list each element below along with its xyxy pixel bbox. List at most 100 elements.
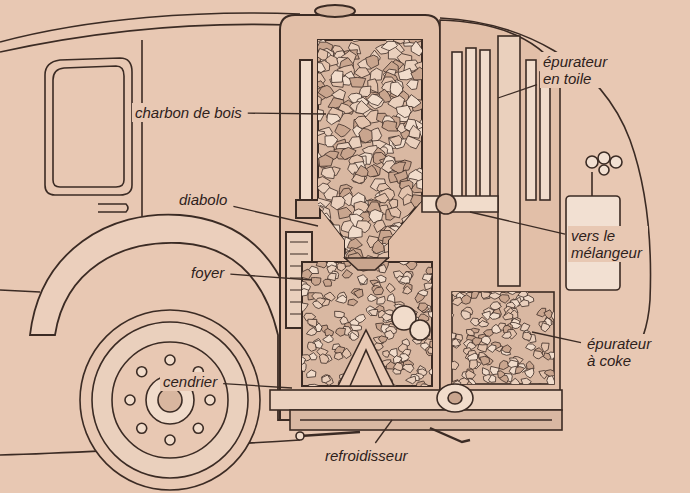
charcoal-piece xyxy=(544,353,551,360)
charcoal-piece xyxy=(461,295,471,305)
charcoal-piece xyxy=(478,345,488,353)
charcoal-piece xyxy=(411,67,427,80)
charcoal-piece xyxy=(410,224,420,236)
part-label: diabolo xyxy=(176,190,230,209)
charcoal-piece xyxy=(544,310,552,319)
charcoal-piece xyxy=(500,375,509,383)
charcoal-piece xyxy=(495,285,505,291)
charcoal-piece xyxy=(422,274,432,282)
charcoal-piece xyxy=(452,339,461,347)
drawing-stroke xyxy=(141,40,143,230)
drawing-stroke xyxy=(318,40,422,258)
charcoal-piece xyxy=(525,368,534,378)
drawing-stroke xyxy=(0,290,40,292)
charcoal-piece xyxy=(394,238,408,250)
charcoal-piece xyxy=(541,323,550,332)
drawing-stroke xyxy=(566,196,620,290)
charcoal-piece xyxy=(306,204,324,217)
charcoal-piece xyxy=(396,233,411,245)
charcoal-piece xyxy=(322,375,331,383)
charcoal-piece xyxy=(521,378,531,386)
charcoal-piece xyxy=(387,294,395,303)
part-label: épurateur à coke xyxy=(584,334,664,370)
charcoal-piece xyxy=(389,207,401,218)
charcoal-piece xyxy=(482,291,490,299)
drawing-stroke xyxy=(53,66,124,187)
wheel-bolt xyxy=(125,395,135,405)
charcoal-piece xyxy=(399,276,409,283)
charcoal-piece xyxy=(444,312,453,319)
leader-line xyxy=(498,85,537,98)
part-label: charbon de bois xyxy=(132,103,245,122)
drawing-stroke xyxy=(448,392,462,404)
drawing-stroke xyxy=(410,320,430,340)
charcoal-piece xyxy=(328,225,341,238)
charcoal-piece xyxy=(323,279,331,286)
drawing-stroke xyxy=(296,200,320,218)
charcoal-piece xyxy=(448,283,457,292)
drawing-stroke xyxy=(0,24,290,52)
charcoal-piece xyxy=(350,332,358,340)
wheel-bolt xyxy=(137,423,147,433)
drawing-stroke xyxy=(315,5,355,17)
charcoal-piece xyxy=(393,362,403,371)
charcoal-piece xyxy=(366,55,379,68)
charcoal-piece xyxy=(383,351,390,358)
drawing-stroke xyxy=(586,156,598,168)
outside-tank xyxy=(566,152,622,290)
charcoal-piece xyxy=(402,364,414,373)
charcoal-piece xyxy=(342,270,352,278)
charcoal-piece xyxy=(471,290,479,298)
charcoal-piece xyxy=(319,155,334,167)
charcoal-piece xyxy=(411,41,423,56)
drawing-stroke xyxy=(338,330,394,386)
charcoal-piece xyxy=(415,293,425,303)
charcoal-piece xyxy=(508,288,517,295)
charcoal-piece xyxy=(314,62,326,72)
charcoal-piece xyxy=(488,375,495,383)
charcoal-piece xyxy=(466,370,476,378)
charcoal-piece xyxy=(406,95,421,108)
charcoal-piece xyxy=(298,363,306,372)
charcoal-piece xyxy=(466,329,474,335)
charcoal-piece xyxy=(323,335,333,343)
charcoal-piece xyxy=(406,261,417,270)
charcoal-piece xyxy=(502,332,511,339)
charcoal-piece xyxy=(487,345,496,353)
charcoal-piece xyxy=(355,165,368,176)
drawing-stroke xyxy=(430,428,470,442)
charcoal-piece xyxy=(510,378,521,387)
charcoal-piece xyxy=(373,287,384,295)
charcoal-piece xyxy=(478,321,489,327)
drawing-stroke xyxy=(45,58,132,195)
charcoal-piece xyxy=(501,286,511,293)
drawing-stroke xyxy=(599,165,609,175)
charcoal-piece xyxy=(461,311,470,320)
drawing-stroke xyxy=(80,310,260,490)
leader-line xyxy=(470,212,565,234)
charcoal-piece xyxy=(310,109,324,121)
charcoal-piece xyxy=(327,114,341,125)
charcoal-piece xyxy=(502,345,512,353)
drawing-stroke xyxy=(540,72,550,200)
charcoal-piece xyxy=(356,101,371,114)
charcoal-piece xyxy=(309,353,317,360)
drawing-stroke xyxy=(300,432,360,436)
drawing-stroke xyxy=(436,194,456,214)
leader-line xyxy=(230,274,312,280)
drawing-stroke xyxy=(610,156,622,168)
part-label: vers le mélangeur xyxy=(568,226,648,262)
charcoal-piece xyxy=(407,34,422,43)
charcoal-piece xyxy=(367,94,383,106)
charcoal-piece xyxy=(350,29,363,42)
charcoal-piece xyxy=(389,135,402,145)
drawing-stroke xyxy=(345,258,388,270)
charcoal-piece xyxy=(308,342,317,351)
charcoal-piece xyxy=(319,354,329,364)
wheel-bolt xyxy=(165,435,175,445)
charcoal-piece xyxy=(336,328,346,336)
charcoal-piece xyxy=(533,351,543,359)
hearth-parts xyxy=(338,258,430,386)
wheel-bolt xyxy=(193,367,203,377)
drawing-stroke xyxy=(452,52,462,202)
